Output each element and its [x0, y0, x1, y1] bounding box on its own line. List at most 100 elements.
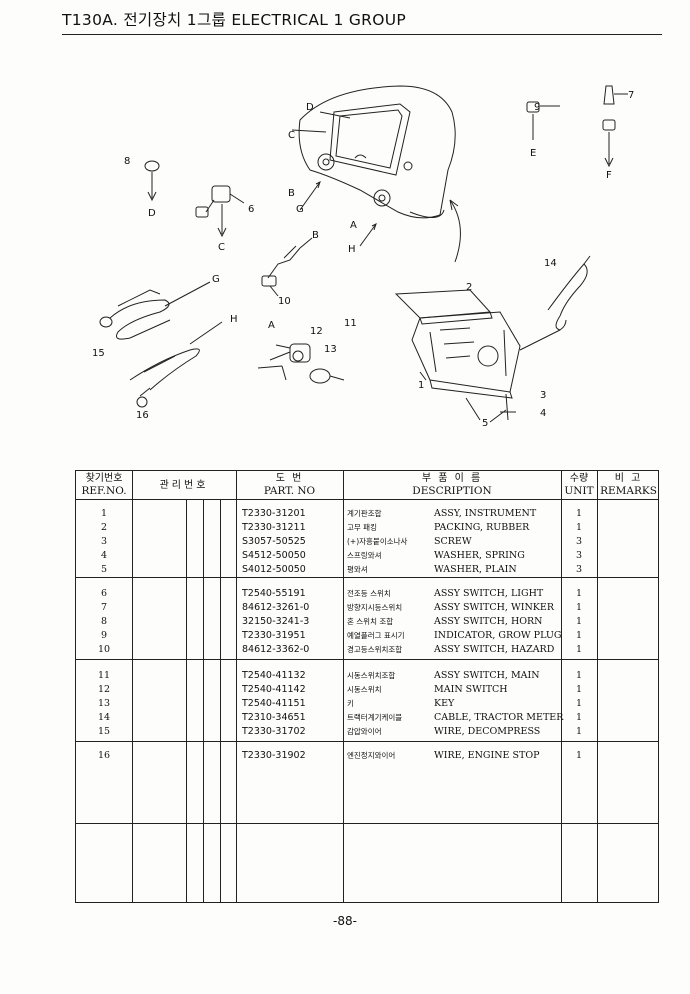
- unit-cell: 1: [575, 670, 583, 681]
- description-cell: SCREW: [434, 536, 472, 547]
- part-no-cell: T2330-31702: [242, 726, 306, 737]
- unit-cell: 1: [575, 684, 583, 695]
- part-no-cell: T2540-41132: [242, 670, 306, 681]
- ref-no-cell: 7: [100, 602, 108, 613]
- korean-name-cell: 시동스위치조합: [347, 671, 396, 680]
- winker-switch-drawing: [602, 85, 628, 168]
- korean-name-cell: 키: [347, 699, 354, 708]
- part-no-cell: S4012-50050: [242, 564, 306, 575]
- korean-name-cell: 트랙터계기케이블: [347, 713, 403, 722]
- callout-letter-d-horn: D: [148, 208, 156, 219]
- description-cell: PACKING, RUBBER: [434, 522, 530, 533]
- korean-name-cell: 예열플러그 표시기: [347, 631, 405, 640]
- unit-cell: 1: [575, 588, 583, 599]
- callout-7: 7: [628, 90, 634, 101]
- unit-cell: 1: [575, 750, 583, 761]
- part-no-cell: S4512-50050: [242, 550, 306, 561]
- part-no-header: 도 번 PART. NO: [263, 473, 316, 497]
- callout-letter-d-panel: D: [306, 102, 314, 113]
- unit-cell: 1: [575, 726, 583, 737]
- description-cell: WASHER, SPRING: [434, 550, 525, 561]
- part-no-cell: T2330-31902: [242, 750, 306, 761]
- unit-header: 수량 UNIT: [564, 473, 594, 497]
- ref-no-cell: 4: [100, 550, 108, 561]
- description-cell: INDICATOR, GROW PLUG: [434, 630, 562, 641]
- ref-no-header: 찾기번호 REF.NO.: [81, 473, 127, 497]
- ref-no-cell: 8: [100, 616, 108, 627]
- callout-5: 5: [482, 418, 488, 429]
- callout-12: 12: [310, 326, 323, 337]
- korean-name-cell: 평와셔: [347, 565, 368, 574]
- description-cell: ASSY SWITCH, HORN: [434, 616, 543, 627]
- ref-no-cell: 11: [97, 670, 111, 681]
- callout-9: 9: [534, 102, 540, 113]
- unit-cell: 1: [575, 522, 583, 533]
- description-header: 부 품 이 름 DESCRIPTION: [412, 473, 492, 497]
- korean-name-cell: 계기판조합: [347, 509, 382, 518]
- korean-name-cell: (+)자흥붙이소나사: [347, 537, 408, 546]
- ref-no-cell: 3: [100, 536, 108, 547]
- ref-no-cell: 5: [100, 564, 108, 575]
- description-cell: ASSY SWITCH, HAZARD: [434, 644, 555, 655]
- ref-no-cell: 16: [97, 750, 111, 761]
- part-no-cell: S3057-50525: [242, 536, 306, 547]
- unit-cell: 3: [575, 536, 583, 547]
- korean-name-cell: 혼 스위치 조합: [347, 617, 394, 626]
- description-cell: ASSY SWITCH, WINKER: [434, 602, 554, 613]
- korean-name-cell: 고무 패킹: [347, 523, 377, 532]
- decompress-wire-drawing: [99, 281, 211, 340]
- callout-letter-a-switch: A: [268, 320, 275, 331]
- table-row: 3 S3057-50525 (+)자흥붙이소나사 SCREW 3: [76, 535, 658, 549]
- ref-no-cell: 14: [97, 712, 111, 723]
- description-cell: KEY: [434, 698, 455, 709]
- part-no-cell: 84612-3362-0: [242, 644, 310, 655]
- part-no-cell: 32150-3241-3: [242, 616, 310, 627]
- ref-no-cell: 12: [97, 684, 111, 695]
- callout-letter-f: F: [606, 170, 612, 181]
- unit-cell: 3: [575, 564, 583, 575]
- callout-letter-g-panel: G: [296, 204, 304, 215]
- callout-11: 11: [344, 318, 357, 329]
- callout-13: 13: [324, 344, 337, 355]
- instrument-assembly-drawing: [411, 311, 521, 399]
- korean-name-cell: 전조등 스위치: [347, 589, 391, 598]
- instrument-panel-cover: [298, 85, 456, 219]
- callout-1: 1: [418, 380, 424, 391]
- part-no-cell: T2310-34651: [242, 712, 306, 723]
- exploded-parts-diagram: 9 7 8 6 10 2 14 15 16 11 12 13 1 3 4 5 A…: [92, 85, 634, 429]
- callout-3: 3: [540, 390, 546, 401]
- page-title: T130A. 전기장치 1그룹 ELECTRICAL 1 GROUP: [62, 11, 407, 29]
- callout-6: 6: [248, 204, 254, 215]
- unit-cell: 1: [575, 602, 583, 613]
- description-cell: ASSY SWITCH, LIGHT: [434, 588, 544, 599]
- description-cell: CABLE, TRACTOR METER: [434, 712, 564, 723]
- horn-switch-drawing: [144, 160, 160, 202]
- part-no-cell: T2540-55191: [242, 588, 306, 599]
- remarks-header: 비 고 REMARKS: [600, 473, 657, 497]
- description-cell: ASSY SWITCH, MAIN: [434, 670, 540, 681]
- description-cell: WIRE, DECOMPRESS: [434, 726, 541, 737]
- korean-name-cell: 시동스위치: [347, 685, 382, 694]
- callout-letter-c-panel: C: [288, 130, 295, 141]
- callout-16: 16: [136, 410, 149, 421]
- part-no-cell: T2330-31201: [242, 508, 306, 519]
- unit-cell: 1: [575, 712, 583, 723]
- korean-name-cell: 엔진정지와이어: [347, 751, 396, 760]
- description-cell: ASSY, INSTRUMENT: [434, 508, 537, 519]
- management-no-header: 관리번호: [159, 480, 209, 491]
- part-no-cell: T2330-31211: [242, 522, 306, 533]
- part-no-cell: T2540-41142: [242, 684, 306, 695]
- korean-name-cell: 감압와이어: [347, 727, 382, 736]
- parts-table: 찾기번호 REF.NO. 관리번호 도 번 PART. NO 부 품 이 름 D…: [75, 470, 659, 903]
- ref-no-cell: 1: [100, 508, 108, 519]
- rubber-packing-drawing: [394, 289, 493, 325]
- part-no-cell: T2330-31951: [242, 630, 306, 641]
- ref-no-cell: 13: [97, 698, 111, 709]
- callout-8: 8: [124, 156, 130, 167]
